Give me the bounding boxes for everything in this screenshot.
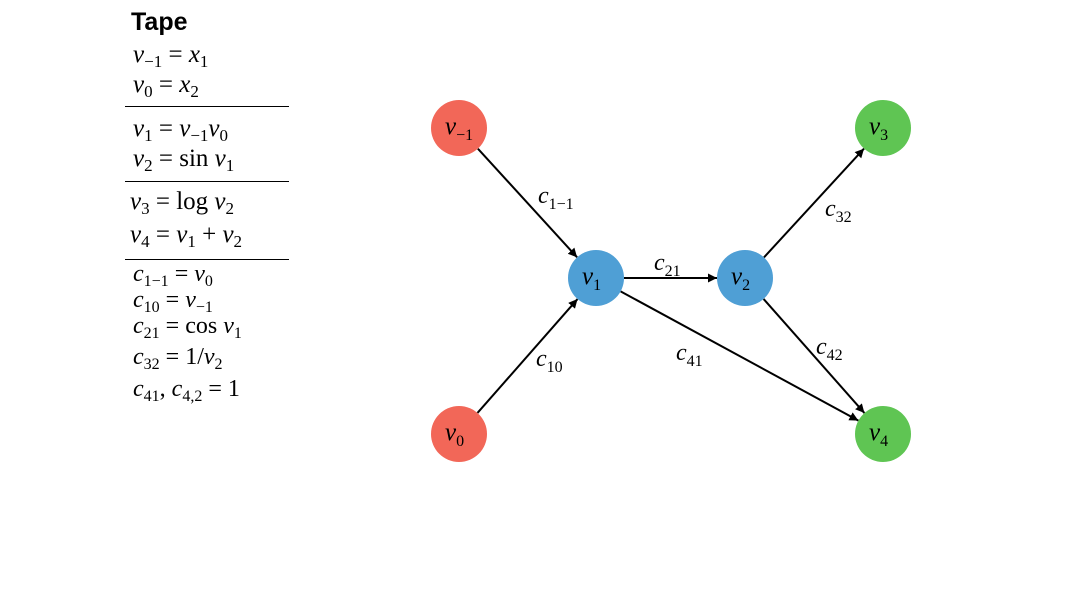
tape-line-output-2: v4 = v1 + v2 [130,221,243,251]
node-vm1 [431,100,487,156]
tape-line-output-1: v3 = log v2 [130,188,235,218]
node-v3 [855,100,911,156]
edge-vm1-v1 [477,148,578,258]
tape-line-input-1: v−1 = x1 [133,41,209,71]
edge-label-v1-v4: c41 [676,340,703,370]
node-label-v0: v0 [445,419,464,450]
edge-v2-v3 [763,147,865,259]
tape-line-partial-2: c10 = v−1 [133,287,213,316]
tape-line-partial-4: c32 = 1/v2 [133,344,223,373]
tape-separator [125,259,289,260]
tape-separator [125,181,289,182]
edge-label-v1-v2: c21 [654,250,681,280]
tape-line-intermediate-2: v2 = sin v1 [133,145,235,175]
node-v1 [568,250,624,306]
edge-label-v2-v3: c32 [825,196,852,226]
tape-title: Tape [131,8,188,36]
node-v2 [717,250,773,306]
tape-line-partial-1: c1−1 = v0 [133,261,213,290]
edge-v0-v1 [476,298,579,414]
edge-label-v2-v4: c42 [816,334,843,364]
node-label-v3: v3 [869,113,888,144]
tape-line-partial-5: c41, c4,2 = 1 [133,376,240,405]
node-label-v1: v1 [582,263,601,294]
tape-line-intermediate-1: v1 = v−1v0 [133,115,229,145]
node-label-vm1: v−1 [445,113,473,144]
edge-v2-v4 [762,298,866,414]
edge-label-vm1-v1: c1−1 [538,183,574,213]
edge-v1-v4 [620,290,859,422]
tape-panel: Tape v−1 = x1 v0 = x2 v1 = v−1v0 v2 = si… [0,0,300,420]
tape-line-partial-3: c21 = cos v1 [133,313,242,342]
node-v4 [855,406,911,462]
node-v0 [431,406,487,462]
node-label-v2: v2 [731,263,750,294]
tape-separator [125,106,289,107]
tape-line-input-2: v0 = x2 [133,71,199,101]
node-label-v4: v4 [869,419,888,450]
edge-label-v0-v1: c10 [536,346,563,376]
